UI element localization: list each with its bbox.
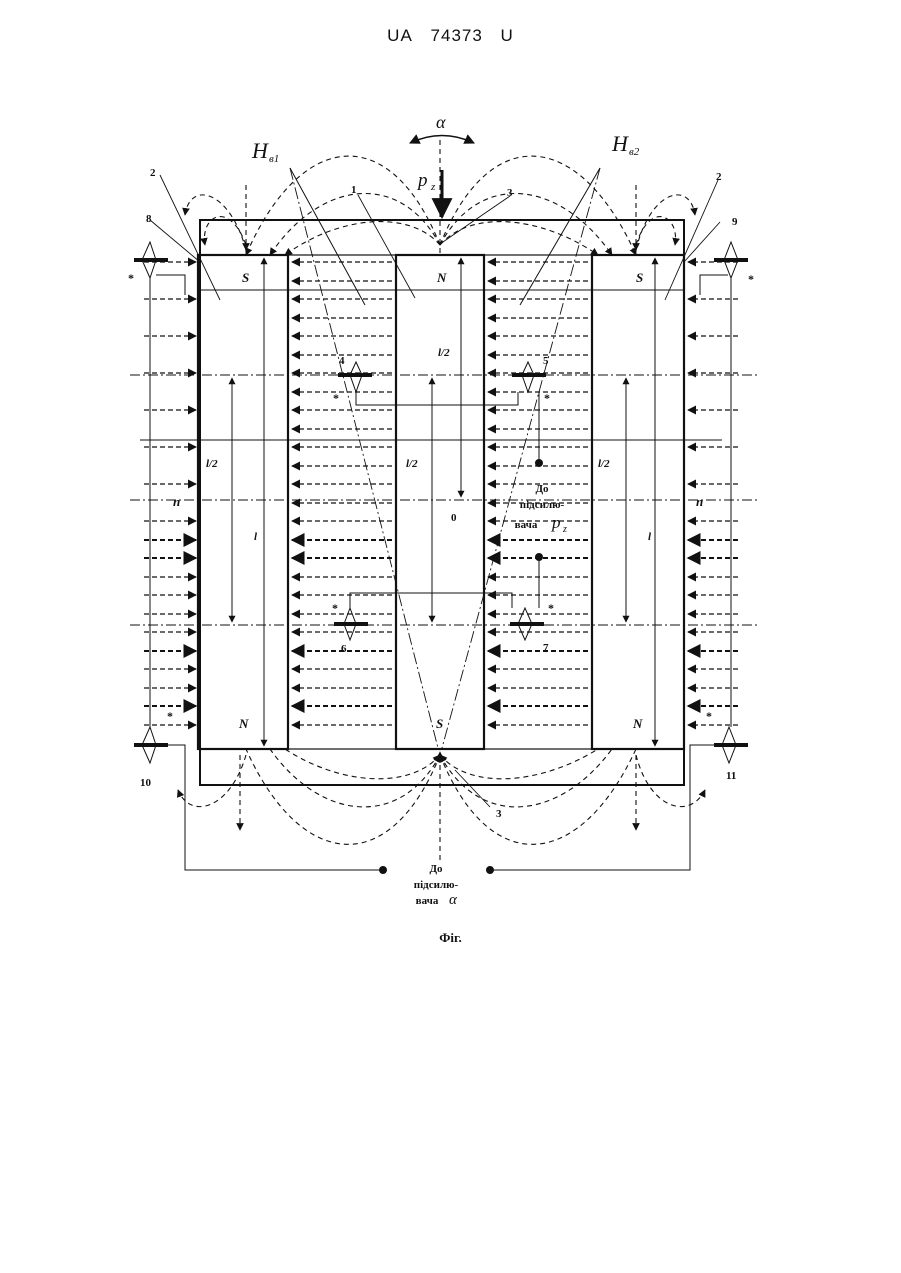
leader-lines: [150, 175, 720, 807]
hb1-subscript: в1: [269, 153, 279, 165]
label-7: 7: [543, 642, 549, 654]
magnet-center: [396, 255, 484, 749]
amp-alpha-line2: підсилю-: [414, 879, 459, 891]
hb1-symbol: H: [251, 138, 269, 163]
magnet-right: [592, 255, 684, 749]
pole-s-left: S: [242, 270, 249, 285]
label-9: 9: [732, 216, 738, 228]
sensor-5: [512, 362, 546, 392]
star-8: *: [128, 271, 134, 285]
hall-sensors: [134, 242, 748, 763]
core-frame: [140, 220, 722, 785]
pole-n-left: N: [238, 716, 249, 731]
amp-pz-line3: вача: [515, 519, 538, 531]
label-10: 10: [140, 777, 152, 789]
label-2-left: 2: [150, 167, 156, 179]
pole-n-center: N: [436, 270, 447, 285]
dim-l-right: l: [648, 531, 652, 543]
hb2-subscript: в2: [629, 146, 640, 158]
label-4: 4: [339, 355, 345, 367]
amp-alpha-symbol: α: [449, 892, 458, 908]
label-11: 11: [726, 770, 736, 782]
label-2-right: 2: [716, 171, 722, 183]
amp-pz-line1: До: [535, 483, 549, 495]
dim-l-half-left: l/2: [206, 458, 218, 470]
hb2-symbol: H: [611, 131, 629, 156]
sensor-11: [714, 727, 748, 763]
pz-subscript: z: [430, 181, 436, 193]
magnet-left: [198, 255, 288, 749]
pz-symbol: p: [416, 170, 428, 191]
label-3-top: 3: [507, 187, 513, 199]
star-10: *: [167, 709, 173, 723]
star-4: *: [333, 391, 339, 405]
amp-pz-line2: підсилю-: [520, 499, 565, 511]
alpha-label: α: [436, 112, 446, 132]
amp-pz-subscript: z: [562, 524, 567, 535]
sensor-7: [510, 608, 544, 640]
star-6: *: [332, 601, 338, 615]
dim-l-half-center-top: l/2: [438, 347, 450, 359]
label-3-bottom: 3: [496, 808, 502, 820]
label-5: 5: [543, 355, 549, 367]
magnet-columns: [198, 255, 684, 749]
amp-alpha-line1: До: [429, 863, 443, 875]
center-lines: [130, 375, 760, 625]
label-6: 6: [341, 643, 347, 655]
label-zero: 0: [451, 512, 457, 524]
amp-pz-symbol: p: [551, 513, 561, 532]
axis-n-right: n: [696, 494, 703, 509]
amp-alpha-line3: вача: [416, 895, 439, 907]
field-lines: [144, 262, 738, 725]
sensor-6: [334, 608, 368, 640]
dim-l-half-right: l/2: [598, 458, 610, 470]
star-7: *: [548, 601, 554, 615]
pole-n-right: N: [632, 716, 643, 731]
dim-l-half-center: l/2: [406, 458, 418, 470]
axis-n-left: n: [173, 494, 180, 509]
pole-s-center: S: [436, 716, 443, 731]
sensor-8: [134, 242, 168, 278]
pole-s-right: S: [636, 270, 643, 285]
star-11: *: [706, 709, 712, 723]
star-5: *: [544, 391, 550, 405]
figure-caption: Фіг.: [0, 930, 901, 946]
sensor-10: [134, 727, 168, 763]
star-9: *: [748, 272, 754, 286]
figure-labels: α p z H в1 H в2 2 2 1 3 8 9 S N S N S N …: [128, 112, 754, 908]
label-1: 1: [351, 184, 357, 196]
dim-l-left: l: [254, 531, 258, 543]
label-8: 8: [146, 213, 152, 225]
sensor-9: [714, 242, 748, 278]
